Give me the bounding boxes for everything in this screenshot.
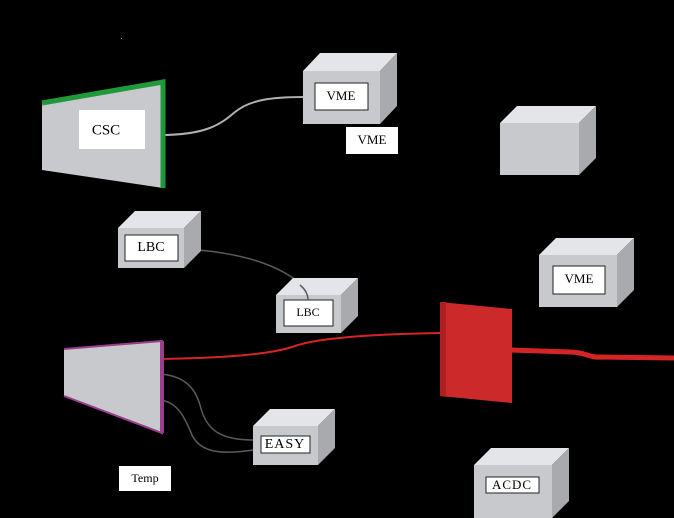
temp-label: Temp xyxy=(131,471,158,485)
acdc-label: ACDC xyxy=(492,477,532,492)
temp-chamber xyxy=(63,339,164,435)
csc-chamber: CSC xyxy=(41,79,166,188)
vme-crate-top: VME xyxy=(303,53,397,124)
cable-redpanel-out xyxy=(509,347,674,361)
easy-label: EASY xyxy=(265,437,306,452)
cable-temp-to-easy-2 xyxy=(159,399,254,453)
vme-crate-right: VME xyxy=(539,238,634,307)
temp-caption: Temp xyxy=(119,466,171,491)
vme-top-label: VME xyxy=(327,88,356,103)
cable-lbc-plug xyxy=(299,284,309,301)
red-patch-panel xyxy=(440,302,512,403)
cable-temp-to-redpanel xyxy=(157,332,441,360)
lbc-crate-lower: LBC xyxy=(276,278,358,333)
lbc-upper-label: LBC xyxy=(137,240,164,255)
acdc-crate: ACDC xyxy=(474,448,569,518)
unlabeled-crate xyxy=(500,106,596,175)
cable-csc-to-vme xyxy=(159,96,306,136)
cable-temp-to-easy-1 xyxy=(159,373,254,441)
csc-label: CSC xyxy=(92,122,120,138)
speck-mark xyxy=(121,38,122,39)
lbc-crate-upper: LBC xyxy=(118,211,201,268)
lbc-lower-label: LBC xyxy=(296,305,319,319)
vme-caption-label: VME xyxy=(358,132,387,147)
vme-right-label: VME xyxy=(565,271,594,286)
vme-caption: VME xyxy=(346,127,398,154)
easy-crate: EASY xyxy=(253,409,335,465)
